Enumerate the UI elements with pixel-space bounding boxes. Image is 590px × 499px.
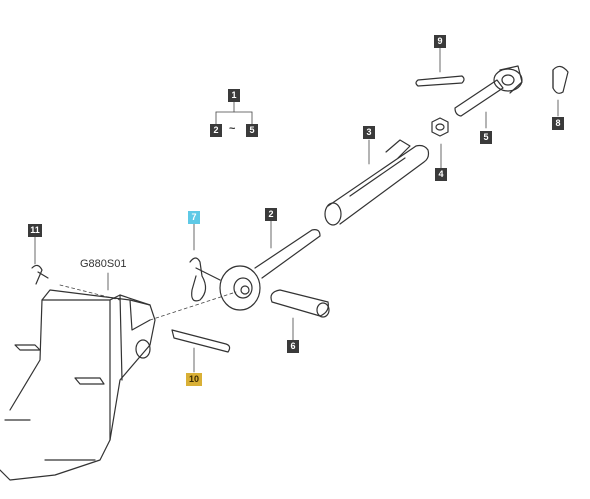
- callout-10[interactable]: 10: [186, 373, 202, 386]
- callout-11[interactable]: 11: [28, 224, 42, 237]
- callout-9[interactable]: 9: [434, 35, 446, 48]
- callout-3[interactable]: 3: [363, 126, 375, 139]
- range-separator: ~: [229, 123, 236, 135]
- part-10-long-pin: [171, 329, 231, 353]
- callout-8[interactable]: 8: [552, 117, 564, 130]
- part-3-tube: [324, 139, 430, 226]
- part-4-nut: [431, 117, 449, 137]
- part-7-r-clip: [189, 257, 221, 302]
- part-6-pin: [270, 289, 330, 318]
- callout-1[interactable]: 1: [228, 89, 240, 102]
- callout-6[interactable]: 6: [287, 340, 299, 353]
- mounting-bracket: [0, 289, 156, 481]
- callout-5-range-end[interactable]: 5: [246, 124, 258, 137]
- callout-2-range-start[interactable]: 2: [210, 124, 222, 137]
- part-8-cap: [552, 65, 569, 94]
- callout-4[interactable]: 4: [435, 168, 447, 181]
- part-11-clip: [31, 264, 49, 285]
- leader-lines: [34, 47, 559, 373]
- drawing-code: G880S01: [80, 258, 127, 270]
- callout-5[interactable]: 5: [480, 131, 492, 144]
- part-9-pin: [415, 75, 465, 87]
- part-5-rod-eye: [454, 65, 523, 117]
- callout-2[interactable]: 2: [265, 208, 277, 221]
- part-2-rod-ball: [219, 229, 321, 311]
- callout-7[interactable]: 7: [188, 211, 200, 224]
